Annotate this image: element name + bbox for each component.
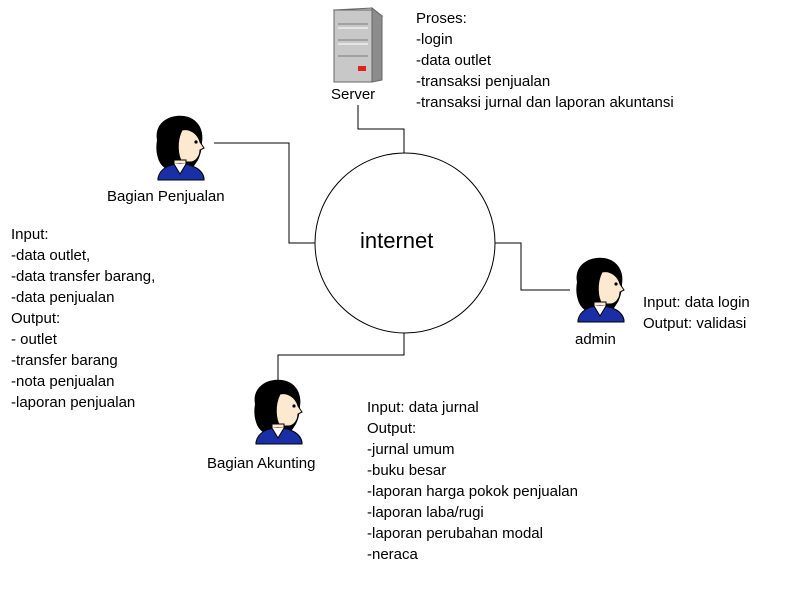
akunting-note-line: -laporan harga pokok penjualan: [367, 483, 578, 500]
penjualan-note-line: Output:: [11, 310, 61, 327]
akunting-note-line: -jurnal umum: [367, 441, 455, 458]
penjualan-note-line: -nota penjualan: [11, 373, 115, 390]
server-note-line: -transaksi jurnal dan laporan akuntansi: [416, 94, 674, 111]
penjualan-note-line: -data transfer barang,: [11, 268, 156, 285]
penjualan-label: Bagian Penjualan: [107, 188, 225, 205]
penjualan-note-line: -data penjualan: [11, 289, 115, 306]
line-server: [357, 105, 405, 155]
line-admin: [495, 242, 570, 291]
penjualan-note-line: Input:: [11, 226, 49, 243]
server-note-line: Proses:: [416, 10, 467, 27]
penjualan-note-line: -transfer barang: [11, 352, 118, 369]
admin-note-line: Input: data login: [643, 294, 750, 311]
server-icon: [332, 6, 384, 83]
line-akunting: [277, 332, 405, 380]
akunting-note-line: -laporan perubahan modal: [367, 525, 543, 542]
akunting-label: Bagian Akunting: [207, 455, 316, 472]
akunting-note-line: Output:: [367, 420, 417, 437]
akunting-note-line: -neraca: [367, 546, 418, 563]
admin-label: admin: [575, 331, 616, 348]
server-notes: Proses: -login -data outlet -transaksi p…: [416, 8, 674, 113]
akunting-note-line: Input: data jurnal: [367, 399, 479, 416]
line-penjualan: [214, 142, 315, 244]
server-label: Server: [331, 86, 376, 103]
admin-note-line: Output: validasi: [643, 315, 747, 332]
penjualan-person-icon: [155, 115, 205, 181]
penjualan-note-line: -laporan penjualan: [11, 394, 136, 411]
server-note-line: -data outlet: [416, 52, 492, 69]
admin-notes: Input: data login Output: validasi: [643, 292, 750, 334]
penjualan-note-line: -data outlet,: [11, 247, 91, 264]
akunting-note-line: -buku besar: [367, 462, 447, 479]
admin-person-icon: [575, 257, 625, 323]
penjualan-notes: Input: -data outlet, -data transfer bara…: [11, 224, 155, 413]
server-note-line: -login: [416, 31, 453, 48]
internet-circle: [314, 152, 496, 334]
connector-lines: [214, 105, 570, 380]
server-note-line: -transaksi penjualan: [416, 73, 551, 90]
akunting-note-line: -laporan laba/rugi: [367, 504, 484, 521]
akunting-notes: Input: data jurnal Output: -jurnal umum …: [367, 397, 578, 565]
internet-label: internet: [360, 228, 434, 253]
penjualan-note-line: - outlet: [11, 331, 57, 348]
akunting-person-icon: [253, 379, 303, 445]
